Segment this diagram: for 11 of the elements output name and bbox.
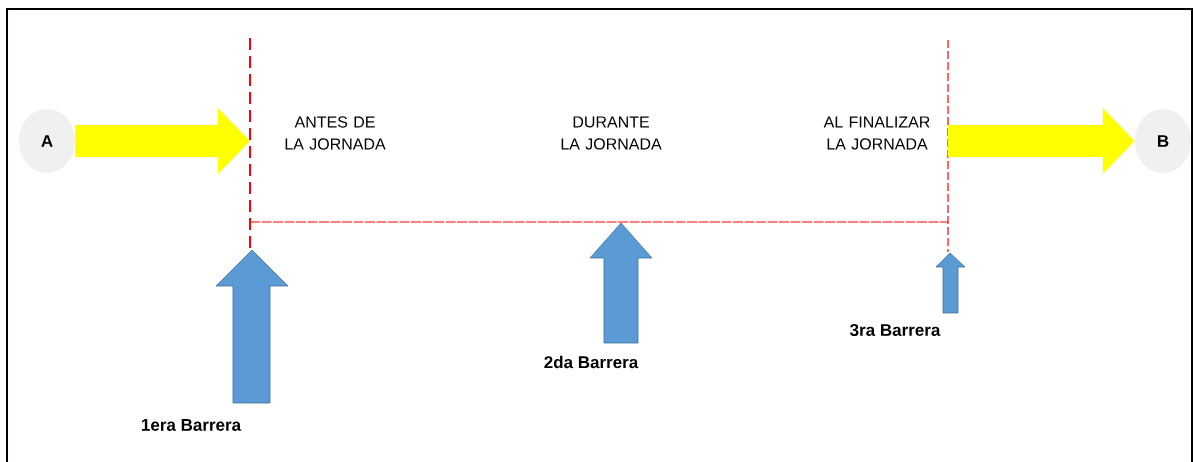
timeline-line: [249, 221, 949, 223]
phase-label: ANTES DE LA JORNADA: [285, 116, 386, 150]
barrier-label: 2da Barrera: [544, 355, 639, 369]
circle-node: A: [19, 109, 75, 173]
barrier-line: [249, 37, 251, 249]
barrier-label: 1era Barrera: [142, 419, 242, 431]
barrier-label: 3ra Barrera: [850, 323, 941, 336]
barrier-line: [947, 39, 949, 253]
phase-label: AL FINALIZAR LA JORNADA: [823, 116, 930, 150]
circle-node: B: [1135, 109, 1191, 173]
phase-label: DURANTE LA JORNADA: [561, 116, 662, 150]
